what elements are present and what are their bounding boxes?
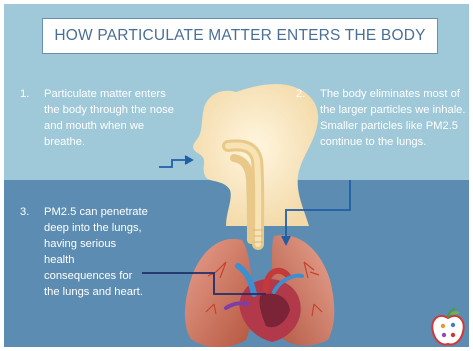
slide: HOW PARTICULATE MATTER ENTERS THE BODY 1… xyxy=(4,4,469,347)
step-2-text: The body eliminates most of the larger p… xyxy=(320,86,466,150)
left-lung xyxy=(185,239,253,347)
step-1-number: 1. xyxy=(20,86,29,102)
step-3: 3. PM2.5 can penetrate deep into the lun… xyxy=(20,204,150,344)
title-banner: HOW PARTICULATE MATTER ENTERS THE BODY xyxy=(42,18,438,54)
step-1-text: Particulate matter enters the body throu… xyxy=(44,86,174,150)
step-2: 2. The body eliminates most of the large… xyxy=(296,86,468,178)
step-3-number: 3. xyxy=(20,204,29,220)
apple-logo-icon xyxy=(432,309,463,344)
step-1: 1. Particulate matter enters the body th… xyxy=(20,86,178,166)
step-3-text: PM2.5 can penetrate deep into the lungs,… xyxy=(44,204,148,300)
step-2-number: 2. xyxy=(296,86,305,102)
slide-title: HOW PARTICULATE MATTER ENTERS THE BODY xyxy=(54,27,425,45)
